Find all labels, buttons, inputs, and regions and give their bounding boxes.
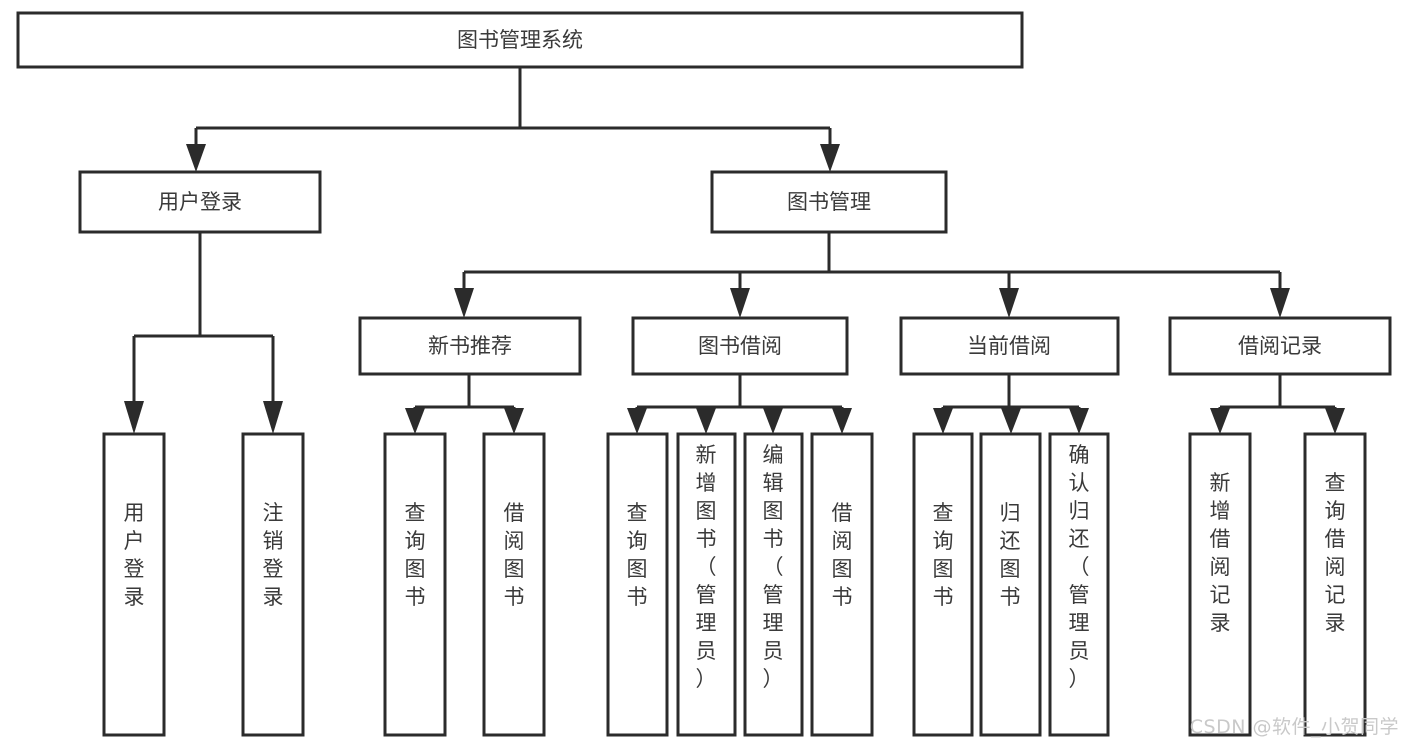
- arrow-head-book-manage: [820, 144, 840, 172]
- arrow-head-new-book-recommend: [454, 288, 474, 318]
- node-leaf-query-book-cur-box[interactable]: [912, 432, 974, 737]
- node-current-borrow-label: 当前借阅: [967, 334, 1051, 358]
- node-root-box[interactable]: [16, 11, 1024, 69]
- node-book-manage[interactable]: 图书管理: [710, 170, 948, 234]
- arrow-head-leaf-return-book: [1001, 408, 1021, 434]
- node-leaf-borrow-book-rec-box[interactable]: [482, 432, 546, 737]
- node-leaf-borrow-book-rec[interactable]: 借阅图书: [482, 432, 546, 737]
- connector-group-book-borrow: [627, 374, 852, 434]
- node-leaf-add-book[interactable]: 新增图书（管理员）: [676, 432, 737, 737]
- node-leaf-query-book-rec-label: 查询图书: [405, 501, 426, 609]
- node-leaf-query-book-rec-box[interactable]: [383, 432, 447, 737]
- node-leaf-query-book-borrow[interactable]: 查询图书: [606, 432, 669, 737]
- node-leaf-query-book-cur[interactable]: 查询图书: [912, 432, 974, 737]
- arrow-head-leaf-user-login: [124, 401, 144, 434]
- node-leaf-add-record-box[interactable]: [1188, 432, 1252, 737]
- node-leaf-return-book-box[interactable]: [979, 432, 1042, 737]
- arrow-head-leaf-borrow-book: [832, 408, 852, 434]
- node-new-book-recommend[interactable]: 新书推荐: [358, 316, 582, 376]
- node-current-borrow-box[interactable]: [899, 316, 1120, 376]
- arrow-head-leaf-query-book-rec: [405, 408, 425, 434]
- node-leaf-logout-box[interactable]: [241, 432, 305, 737]
- node-leaf-user-login[interactable]: 用户登录: [102, 432, 166, 737]
- node-leaf-borrow-book-label: 借阅图书: [832, 501, 853, 609]
- arrow-head-leaf-query-book-borrow: [627, 408, 647, 434]
- node-root-label: 图书管理系统: [457, 28, 583, 52]
- node-leaf-query-record-label: 查询借阅记录: [1325, 471, 1346, 635]
- connector-group-new-book-recommend: [405, 374, 524, 434]
- arrow-head-user-login: [186, 144, 206, 172]
- node-leaf-edit-book[interactable]: 编辑图书（管理员）: [743, 432, 804, 737]
- csdn-watermark: CSDN @软件_小贺同学: [1189, 716, 1399, 738]
- node-leaf-query-book-borrow-label: 查询图书: [627, 501, 648, 609]
- node-leaf-user-login-label: 用户登录: [124, 501, 145, 609]
- node-leaf-add-book-box[interactable]: [676, 432, 737, 737]
- arrow-head-leaf-add-record: [1210, 408, 1230, 434]
- node-leaf-logout[interactable]: 注销登录: [241, 432, 305, 737]
- arrow-head-leaf-borrow-book-rec: [504, 408, 524, 434]
- node-user-login-label: 用户登录: [158, 190, 242, 214]
- connector-group-current-borrow: [933, 374, 1089, 434]
- node-leaf-confirm-return-box[interactable]: [1048, 432, 1110, 737]
- node-leaf-add-record-label: 新增借阅记录: [1210, 471, 1231, 635]
- node-leaf-add-record[interactable]: 新增借阅记录: [1188, 432, 1252, 737]
- node-leaf-edit-book-label: 编辑图书（管理员）: [763, 443, 784, 691]
- arrow-head-leaf-add-book: [696, 408, 716, 434]
- node-user-login-box[interactable]: [78, 170, 322, 234]
- node-book-borrow-box[interactable]: [631, 316, 849, 376]
- arrow-head-leaf-query-book-cur: [933, 408, 953, 434]
- node-leaf-add-book-label: 新增图书（管理员）: [696, 443, 717, 691]
- node-current-borrow[interactable]: 当前借阅: [899, 316, 1120, 376]
- node-leaf-return-book[interactable]: 归还图书: [979, 432, 1042, 737]
- connector-group-root: [186, 67, 840, 172]
- node-root[interactable]: 图书管理系统: [16, 11, 1024, 69]
- node-leaf-query-record-box[interactable]: [1303, 432, 1367, 737]
- node-leaf-return-book-label: 归还图书: [1000, 501, 1021, 609]
- arrow-head-book-borrow: [730, 288, 750, 318]
- node-leaf-query-book-rec[interactable]: 查询图书: [383, 432, 447, 737]
- node-leaf-query-book-cur-label: 查询图书: [933, 501, 954, 609]
- node-leaf-confirm-return-label: 确认归还（管理员）: [1069, 443, 1090, 691]
- node-book-borrow[interactable]: 图书借阅: [631, 316, 849, 376]
- arrow-head-current-borrow: [999, 288, 1019, 318]
- arrow-head-leaf-logout: [263, 401, 283, 434]
- node-user-login[interactable]: 用户登录: [78, 170, 322, 234]
- node-book-manage-label: 图书管理: [787, 190, 871, 214]
- connector-group-book-manage: [454, 232, 1290, 318]
- node-new-book-recommend-label: 新书推荐: [428, 334, 512, 358]
- arrow-head-leaf-edit-book: [763, 408, 783, 434]
- node-leaf-user-login-box[interactable]: [102, 432, 166, 737]
- node-leaf-borrow-book[interactable]: 借阅图书: [810, 432, 874, 737]
- node-new-book-recommend-box[interactable]: [358, 316, 582, 376]
- arrow-head-leaf-confirm-return: [1069, 408, 1089, 434]
- node-leaf-borrow-book-box[interactable]: [810, 432, 874, 737]
- arrow-head-borrow-record: [1270, 288, 1290, 318]
- node-book-borrow-label: 图书借阅: [698, 334, 782, 358]
- node-leaf-confirm-return[interactable]: 确认归还（管理员）: [1048, 432, 1110, 737]
- node-leaf-query-record[interactable]: 查询借阅记录: [1303, 432, 1367, 737]
- node-book-manage-box[interactable]: [710, 170, 948, 234]
- node-borrow-record-box[interactable]: [1168, 316, 1392, 376]
- connector-group-user-login: [124, 232, 283, 434]
- node-borrow-record[interactable]: 借阅记录: [1168, 316, 1392, 376]
- arrow-head-leaf-query-record: [1325, 408, 1345, 434]
- node-leaf-query-book-borrow-box[interactable]: [606, 432, 669, 737]
- node-leaf-edit-book-box[interactable]: [743, 432, 804, 737]
- node-leaf-logout-label: 注销登录: [263, 501, 284, 609]
- node-leaf-borrow-book-rec-label: 借阅图书: [504, 501, 525, 609]
- node-borrow-record-label: 借阅记录: [1238, 334, 1322, 358]
- connector-group-borrow-record: [1210, 374, 1345, 434]
